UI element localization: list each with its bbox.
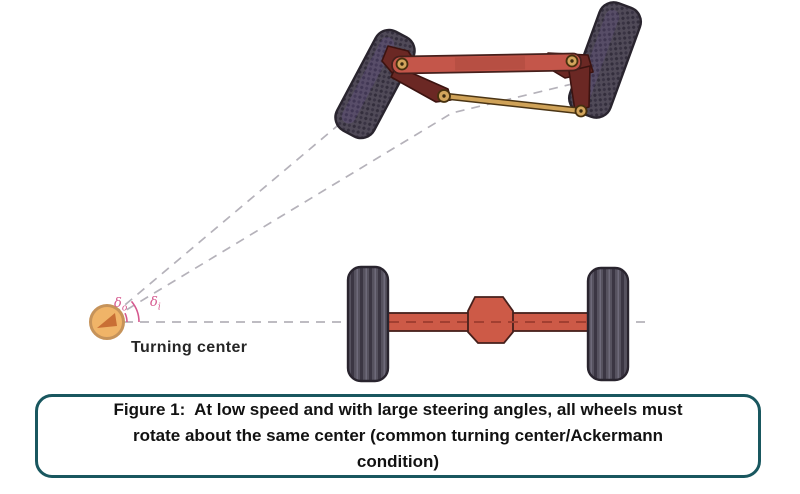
rear-right-wheel [586,266,630,382]
inner-steering-angle-label: δi [150,296,161,313]
figure-caption-box: Figure 1: At low speed and with large st… [35,394,761,478]
front-steering-assembly [334,1,643,140]
right-steering-arm [568,65,591,112]
inner-angle-subscript: i [157,302,161,313]
rear-left-wheel [346,265,390,383]
pivot-centers [400,59,583,113]
outer-angle-symbol: δ [114,296,122,311]
caption-line-1: Figure 1: At low speed and with large st… [113,400,683,419]
caption-line-2: rotate about the same center (common tur… [133,426,663,445]
front-left-wheel-sheen [341,37,395,124]
turning-center-label: Turning center [131,339,248,356]
caption-line-3: condition) [356,452,440,471]
outer-angle-subscript: o [121,303,128,314]
guide-line-right-front-wheel [112,83,573,319]
outer-steering-angle-label: δo [114,297,127,314]
differential-housing [467,296,514,344]
steering-angle-arcs [124,300,140,323]
outer-angle-arc [124,312,128,323]
guide-line-left-front-wheel [112,99,369,316]
front-axle-beam-shade [454,56,526,71]
inner-angle-symbol: δ [150,295,158,310]
tie-rod [443,94,582,113]
rear-axle-assembly [346,265,630,383]
turning-direction-arrow-icon [97,313,117,328]
turning-center-marker [89,304,125,340]
kingpin-and-tierod-pivots [395,54,588,118]
inner-angle-arc [130,300,140,323]
